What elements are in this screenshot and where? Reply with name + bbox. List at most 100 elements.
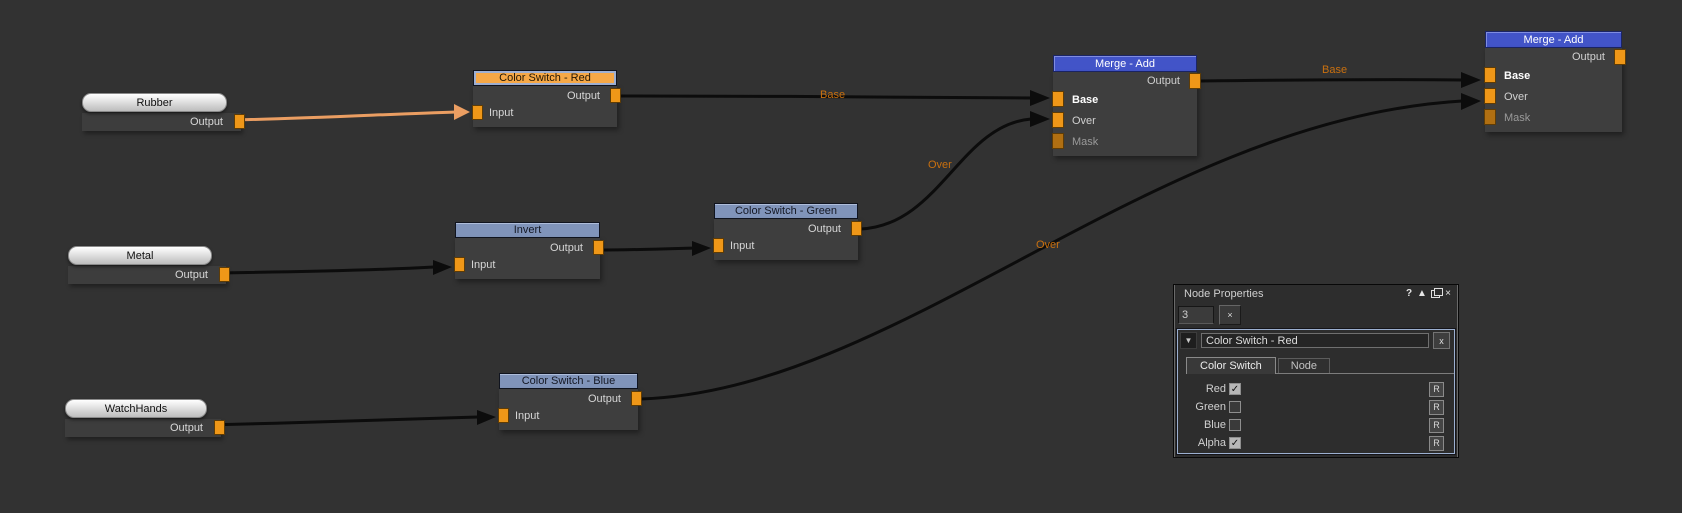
node-merge-add-1[interactable]: Merge - Add Output Base Over Mask [1052,55,1201,156]
reset-alpha-button[interactable]: R [1429,435,1444,451]
node-watchhands[interactable]: WatchHands Output [65,399,225,437]
node-invert[interactable]: Invert Output Input [454,222,604,279]
param-row-alpha: Alpha ✓ R [1180,434,1448,452]
output-connector[interactable] [1614,49,1626,65]
output-connector[interactable] [1189,73,1201,89]
mask-port-row: Mask [1484,107,1622,128]
mask-input-connector[interactable] [1052,133,1064,149]
float-panel-icon[interactable] [1429,288,1443,300]
param-label: Red [1205,383,1226,395]
green-checkbox[interactable] [1229,401,1241,413]
mask-input-connector[interactable] [1484,109,1496,125]
wire-invert-to-colorswitch-green[interactable] [600,246,696,252]
close-settings-button[interactable]: x [1433,332,1450,349]
input-connector[interactable] [454,257,465,272]
panel-header[interactable]: Node Properties ? ▲ × [1174,285,1458,302]
node-title-bar[interactable]: Merge - Add [1053,55,1197,72]
input-port-label: Input [515,409,540,422]
node-metal[interactable]: Metal Output [68,246,230,284]
node-title-metal[interactable]: Metal [68,246,212,265]
over-port-label: Over [1504,90,1528,103]
output-port-row: Output [1485,48,1626,65]
help-icon[interactable]: ? [1405,288,1413,299]
tab-color-switch[interactable]: Color Switch [1186,357,1276,374]
input-connector[interactable] [472,105,483,120]
node-title-bar[interactable]: Color Switch - Blue [499,373,638,389]
collapse-triangle-icon[interactable]: ▼ [1180,332,1197,349]
input-port-row: Input [454,256,600,273]
red-checkbox[interactable]: ✓ [1229,383,1241,395]
output-port-label: Output [1571,50,1605,63]
wire-colorswitch-green-to-merge1-over[interactable] [859,117,1033,231]
output-connector[interactable] [610,88,621,103]
input-connector[interactable] [498,408,509,423]
output-port-row: Output [499,390,642,407]
output-port-label: Output [807,222,841,235]
alpha-checkbox[interactable]: ✓ [1229,437,1241,449]
node-colorswitch-blue[interactable]: Color Switch - Blue Output Input [498,373,642,430]
output-port-row: Output [714,220,862,237]
output-port-row: Output [1053,72,1201,89]
node-body: Output Input [498,389,642,430]
reset-red-button[interactable]: R [1429,381,1444,397]
node-body: Output Base Over Mask [1484,48,1626,132]
node-title-rubber[interactable]: Rubber [82,93,227,112]
node-body: Output Input [472,86,621,127]
node-title-bar[interactable]: Color Switch - Green [714,203,858,219]
node-title-watchhands[interactable]: WatchHands [65,399,207,418]
output-connector[interactable] [631,391,642,406]
base-input-connector[interactable] [1052,91,1064,107]
over-input-connector[interactable] [1484,88,1496,104]
close-panel-icon[interactable]: × [1445,288,1451,299]
output-connector[interactable] [219,267,230,282]
output-connector[interactable] [593,240,604,255]
over-port-row: Over [1484,86,1622,107]
node-colorswitch-green[interactable]: Color Switch - Green Output Input [713,203,862,260]
node-body: Output [82,113,245,131]
wire-label-base-2: Base [1322,64,1348,76]
wire-colorswitch-blue-to-merge2-over[interactable] [639,99,1464,401]
wire-arrowhead-invert-input [433,260,452,275]
node-name-input[interactable] [1201,333,1429,348]
output-connector[interactable] [851,221,862,236]
clear-panels-button[interactable]: × [1219,305,1241,325]
node-title-bar[interactable]: Merge - Add [1485,31,1622,48]
output-port-row: Output [455,239,604,256]
wire-label-over-1: Over [928,159,952,171]
wire-label-over-2: Over [1036,239,1060,251]
node-body: Output Input [713,219,862,260]
wire-arrowhead-green-input [692,241,711,256]
wire-arrowhead-merge2-over [1461,93,1481,110]
node-properties-panel: Node Properties ? ▲ × × ▼ x Color Switch… [1173,284,1459,458]
warning-triangle-icon[interactable]: ▲ [1417,288,1427,299]
max-panels-input[interactable] [1178,306,1214,324]
wire-colorswitch-red-to-merge1-base[interactable] [617,94,1034,100]
input-connector[interactable] [713,238,724,253]
tab-node[interactable]: Node [1277,358,1331,373]
reset-blue-button[interactable]: R [1429,417,1444,433]
node-title-bar[interactable]: Invert [455,222,600,238]
over-input-connector[interactable] [1052,112,1064,128]
node-rubber[interactable]: Rubber Output [82,93,245,131]
output-connector[interactable] [234,114,245,129]
wire-metal-to-invert[interactable] [210,265,436,275]
param-row-blue: Blue R [1180,416,1448,434]
node-colorswitch-red[interactable]: Color Switch - Red Output Input [472,70,621,127]
base-input-connector[interactable] [1484,67,1496,83]
mask-port-label: Mask [1504,111,1531,124]
node-body: Output Base Over Mask [1052,72,1201,156]
reset-green-button[interactable]: R [1429,399,1444,415]
input-port-label: Input [471,258,496,271]
output-connector[interactable] [214,420,225,435]
blue-checkbox[interactable] [1229,419,1241,431]
output-port-label: Output [169,422,203,434]
wire-watchhands-to-colorswitch-blue[interactable] [205,415,480,427]
wire-rubber-to-colorswitch-red[interactable] [225,110,458,122]
panel-header-buttons: ? ▲ × [1403,288,1454,300]
node-merge-add-2[interactable]: Merge - Add Output Base Over Mask [1484,31,1626,132]
input-port-label: Input [730,239,755,252]
node-title-bar[interactable]: Color Switch - Red [473,70,617,86]
wire-merge1-to-merge2-base[interactable] [1198,78,1464,83]
base-port-label: Base [1504,69,1531,82]
